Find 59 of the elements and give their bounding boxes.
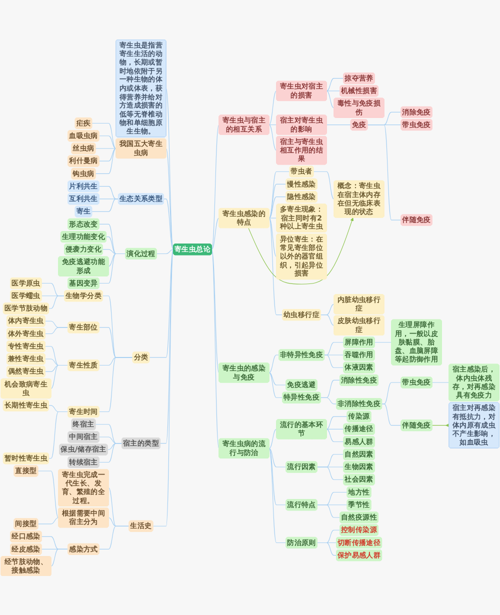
- connector: [316, 504, 340, 518]
- connector: [268, 217, 283, 315]
- connector: [326, 428, 344, 442]
- connector: [98, 442, 122, 462]
- connector: [324, 354, 344, 368]
- arrow: [432, 423, 450, 427]
- connector: [326, 90, 334, 108]
- connector: [320, 396, 337, 404]
- connector: [326, 124, 351, 125]
- connector: [211, 124, 220, 250]
- connector: [268, 170, 290, 218]
- connector: [38, 470, 59, 518]
- connector: [268, 372, 286, 385]
- connector: [268, 428, 277, 448]
- connector: [156, 248, 174, 254]
- connector: [50, 364, 68, 388]
- connector: [324, 354, 344, 355]
- connector: [326, 428, 344, 430]
- connector: [98, 525, 130, 550]
- connector: [268, 217, 277, 256]
- connector: [211, 248, 220, 448]
- connector: [313, 170, 334, 199]
- connector: [382, 382, 402, 404]
- connector: [95, 148, 116, 174]
- connector: [98, 135, 116, 148]
- connector: [326, 416, 348, 430]
- connector: [44, 326, 68, 334]
- connector: [92, 198, 118, 212]
- connector: [38, 516, 59, 524]
- connector: [382, 403, 402, 426]
- connector: [98, 148, 116, 161]
- connector: [268, 448, 286, 505]
- connector: [268, 184, 286, 218]
- connector: [316, 466, 344, 480]
- connector: [268, 354, 280, 373]
- connector: [268, 372, 283, 398]
- connector: [98, 356, 133, 412]
- connector: [268, 448, 286, 467]
- connector: [50, 548, 68, 566]
- arrow: [248, 217, 354, 284]
- connector: [98, 253, 126, 284]
- connector: [48, 411, 68, 458]
- connector: [326, 78, 344, 91]
- connector: [316, 542, 337, 556]
- connector: [48, 295, 65, 308]
- connector: [211, 248, 220, 373]
- connector: [324, 342, 344, 355]
- connector: [166, 148, 174, 250]
- connector: [268, 448, 286, 543]
- connector: [326, 90, 340, 91]
- connector: [268, 217, 277, 218]
- connector: [163, 198, 174, 250]
- connector: [320, 314, 334, 326]
- connector: [367, 124, 402, 220]
- connector: [268, 196, 286, 218]
- connector: [92, 122, 116, 148]
- connector: [149, 248, 174, 358]
- connector: [152, 248, 174, 526]
- connector: [211, 217, 220, 250]
